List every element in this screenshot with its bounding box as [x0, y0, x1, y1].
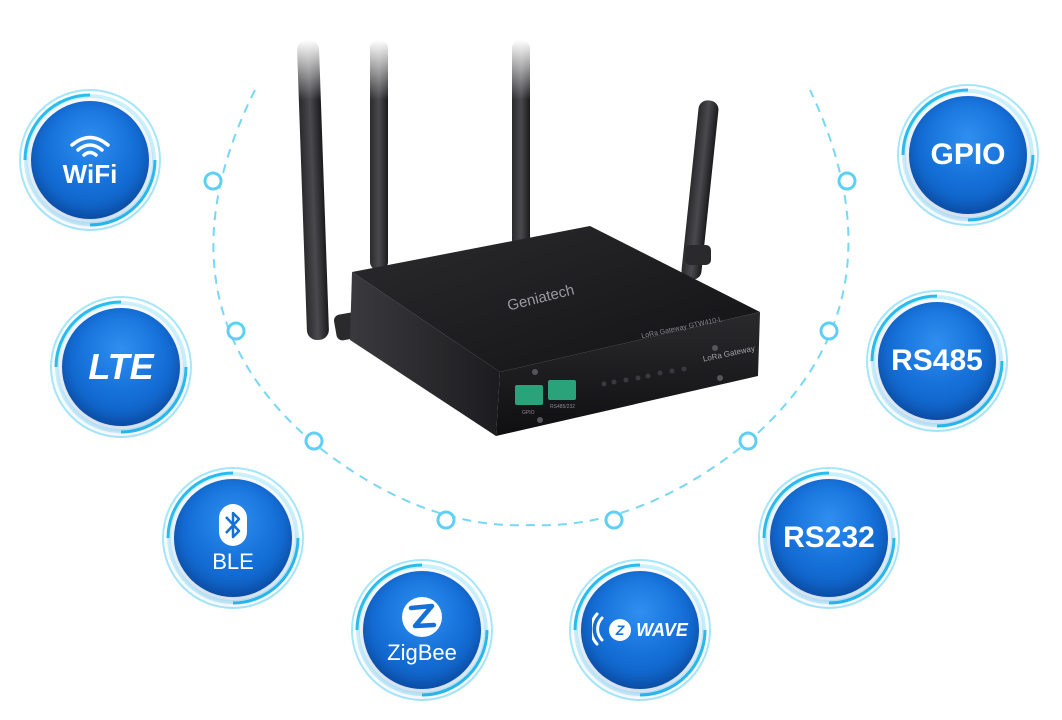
- badge-ring: [351, 559, 493, 701]
- arc-node: [819, 321, 839, 341]
- zigbee-icon: [402, 597, 442, 637]
- rs232-badge: RS232: [754, 463, 904, 613]
- arc-node: [436, 510, 456, 530]
- badge-core: RS232: [770, 479, 888, 597]
- badge-ring: [50, 296, 192, 438]
- badge-core: RS485: [878, 302, 996, 420]
- antenna: [297, 40, 719, 340]
- wifi-label: WiFi: [62, 159, 118, 189]
- badge-ring: [19, 89, 161, 231]
- lte-label: LTE: [88, 346, 154, 387]
- badge-ring: [758, 467, 900, 609]
- rs485-badge: RS485: [862, 286, 1012, 436]
- badge-ring: [569, 559, 711, 701]
- port-label-gpio: GPIO: [522, 410, 535, 416]
- zwave-icon: Z: [592, 612, 632, 646]
- ble-badge: BLE: [158, 463, 308, 613]
- rs232-label: RS232: [783, 521, 875, 554]
- bluetooth-icon: [219, 504, 247, 546]
- arc-node: [837, 171, 857, 191]
- gpio-badge: GPIO: [893, 80, 1043, 230]
- zwave-icon-letter: Z: [615, 622, 625, 638]
- badge-core: ZigBee: [363, 571, 481, 689]
- zigbee-label: ZigBee: [387, 640, 457, 665]
- badge-ring: [162, 467, 304, 609]
- arc-node: [226, 321, 246, 341]
- badge-ring: [897, 84, 1039, 226]
- zigbee-badge: ZigBee: [347, 555, 497, 705]
- badge-core: LTE: [62, 308, 180, 426]
- zwave-label: WAVE: [636, 620, 688, 640]
- arc-node: [304, 431, 324, 451]
- badge-ring: [866, 290, 1008, 432]
- badge-core: Z WAVE: [581, 571, 699, 689]
- port-label-rs: RS485/232: [550, 404, 575, 410]
- terminal-block: [515, 380, 576, 405]
- lte-badge: LTE: [46, 292, 196, 442]
- arc-node: [203, 171, 223, 191]
- rs485-label: RS485: [891, 344, 983, 377]
- wifi-icon: [70, 135, 110, 157]
- gpio-label: GPIO: [930, 138, 1006, 171]
- arc-node: [604, 510, 624, 530]
- badge-core: GPIO: [909, 96, 1027, 214]
- badge-core: WiFi: [31, 101, 149, 219]
- ble-label: BLE: [212, 549, 254, 574]
- zwave-badge: Z WAVE: [565, 555, 715, 705]
- arc-node: [738, 431, 758, 451]
- wifi-badge: WiFi: [15, 85, 165, 235]
- badge-core: BLE: [174, 479, 292, 597]
- status-leds: [601, 366, 687, 387]
